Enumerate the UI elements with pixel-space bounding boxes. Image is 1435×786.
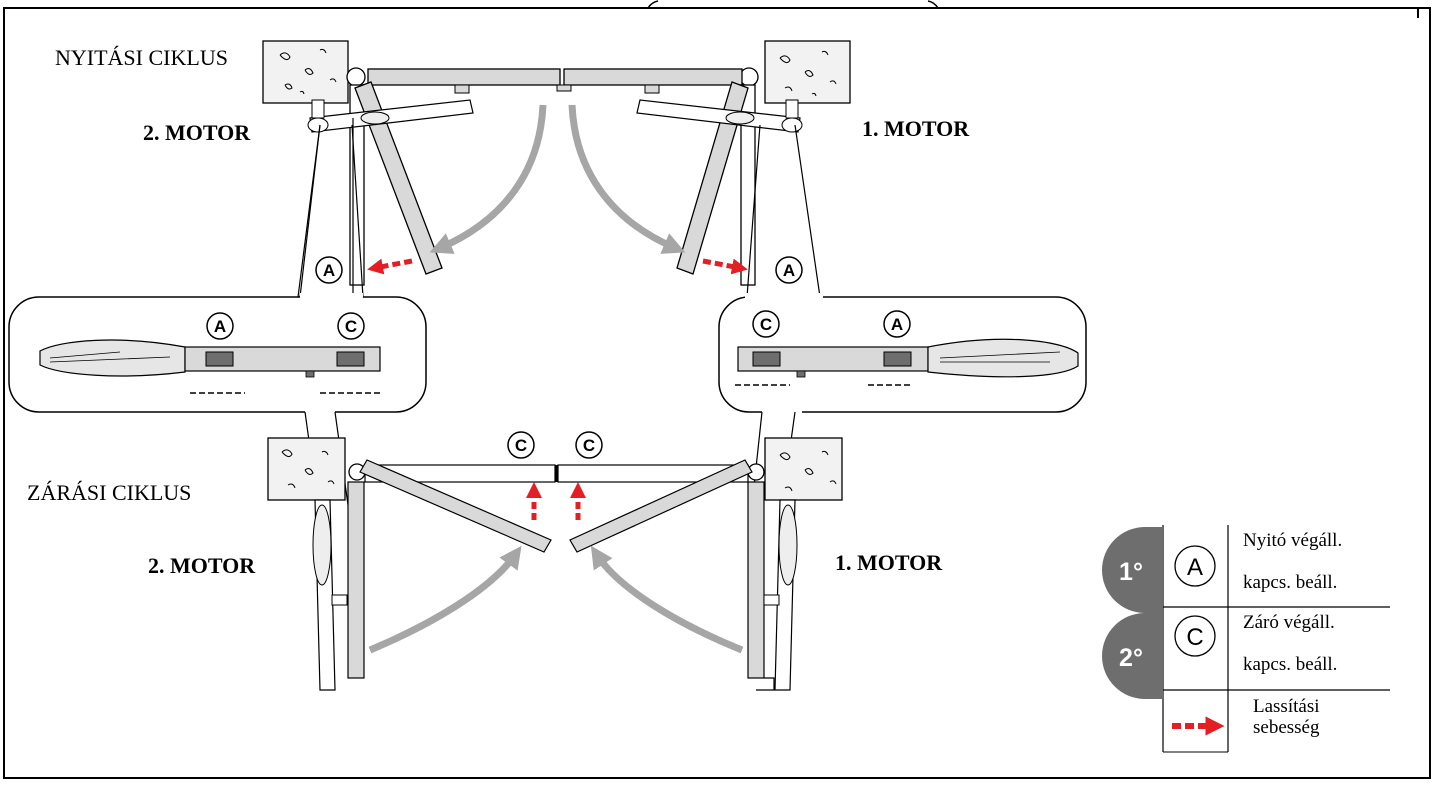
legend-row-1-line-1: Nyitó végáll. (1243, 530, 1343, 551)
actuator-detail-left (39, 339, 381, 394)
gate-leaf-left-closing (359, 459, 552, 553)
svg-text:C: C (345, 317, 357, 336)
pillar-top-left (262, 40, 349, 104)
legend-row-2-line-2: kapcs. beáll. (1243, 654, 1338, 675)
motor-2-top-label: 2. MOTOR (143, 120, 251, 145)
motor-1-bottom-label: 1. MOTOR (835, 550, 943, 575)
pillar-bottom-right (764, 437, 843, 501)
gate-leaf-right-closing (569, 459, 753, 553)
legend-row-1-line-2: kapcs. beáll. (1243, 572, 1338, 593)
svg-text:C: C (583, 436, 595, 455)
gate-leaf-right-closed (563, 68, 743, 86)
marker-a-detail-left: A (206, 312, 234, 340)
marker-a-top-left: A (315, 256, 343, 284)
closing-cycle-label: ZÁRÁSI CIKLUS (27, 480, 192, 505)
svg-text:A: A (891, 315, 903, 334)
motor-1-top-label: 1. MOTOR (862, 116, 970, 141)
slowdown-arrow-top-right (702, 258, 748, 275)
marker-c-detail-right: C (752, 310, 780, 338)
step-badge-2 (1102, 613, 1163, 699)
step-2-text: 2° (1119, 644, 1143, 672)
marker-c-bottom-left: C (507, 431, 535, 459)
motor-2-top-actuator (307, 99, 474, 133)
arrow-left-leaf-closing (368, 545, 522, 654)
marker-c-detail-left: C (337, 312, 365, 340)
arrow-left-leaf-opening (429, 104, 547, 254)
motor-2-bottom-actuator (312, 499, 348, 691)
step-badge-1 (1102, 527, 1163, 613)
legend-table: 1° 2° A C (1102, 525, 1390, 753)
svg-text:C: C (760, 315, 772, 334)
svg-text:A: A (323, 261, 335, 280)
slowdown-arrow-top-left (367, 258, 413, 275)
legend-row-3-line-1: Lassítási (1253, 696, 1320, 717)
marker-c-bottom-right: C (575, 431, 603, 459)
actuator-detail-right (735, 338, 1079, 386)
frame-border (3, 7, 1431, 779)
gate-leaf-left-closed (367, 68, 561, 86)
gate-leaf-left-opening (354, 81, 443, 275)
opening-cycle-label: NYITÁSI CIKLUS (55, 45, 228, 70)
legend-row-3-line-2: sebesség (1253, 717, 1320, 738)
legend-row-2-line-1: Záró végáll. (1243, 612, 1335, 633)
svg-text:A: A (783, 261, 795, 280)
marker-a-top-right: A (775, 256, 803, 284)
pillar-bottom-left (267, 437, 346, 501)
legend-marker-a: A (1187, 554, 1203, 581)
marker-a-detail-right: A (883, 310, 911, 338)
arrow-right-leaf-closing (590, 545, 744, 654)
motor-2-bottom-label: 2. MOTOR (148, 553, 256, 578)
legend-marker-c: C (1186, 624, 1203, 651)
arrow-right-leaf-opening (568, 104, 686, 254)
svg-text:A: A (214, 317, 226, 336)
step-1-text: 1° (1119, 558, 1143, 586)
gate-leaf-right-opening (676, 81, 749, 275)
motor-1-bottom-actuator (763, 499, 798, 691)
pillar-top-right (764, 40, 851, 104)
motor-1-top-actuator (636, 99, 803, 133)
svg-text:C: C (515, 436, 527, 455)
